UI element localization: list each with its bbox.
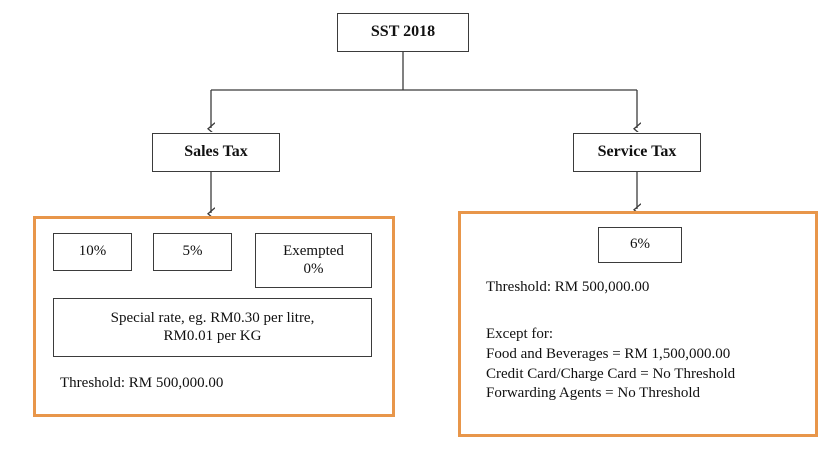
node-sales-rate-10[interactable]: 10% <box>53 233 132 271</box>
node-sales-rate-5[interactable]: 5% <box>153 233 232 271</box>
node-service-rate-6[interactable]: 6% <box>598 227 682 263</box>
node-service-tax[interactable]: Service Tax <box>573 133 701 172</box>
node-sst-2018[interactable]: SST 2018 <box>337 13 469 52</box>
text-service-threshold: Threshold: RM 500,000.00 <box>486 279 650 295</box>
text-service-exceptions: Except for: Food and Beverages = RM 1,50… <box>486 326 736 402</box>
node-sales-rate-special[interactable]: Special rate, eg. RM0.30 per litre, RM0.… <box>53 298 372 357</box>
text-sales-threshold: Threshold: RM 500,000.00 <box>60 375 224 391</box>
node-sales-tax[interactable]: Sales Tax <box>152 133 280 172</box>
node-sales-rate-exempted[interactable]: Exempted 0% <box>255 233 372 288</box>
